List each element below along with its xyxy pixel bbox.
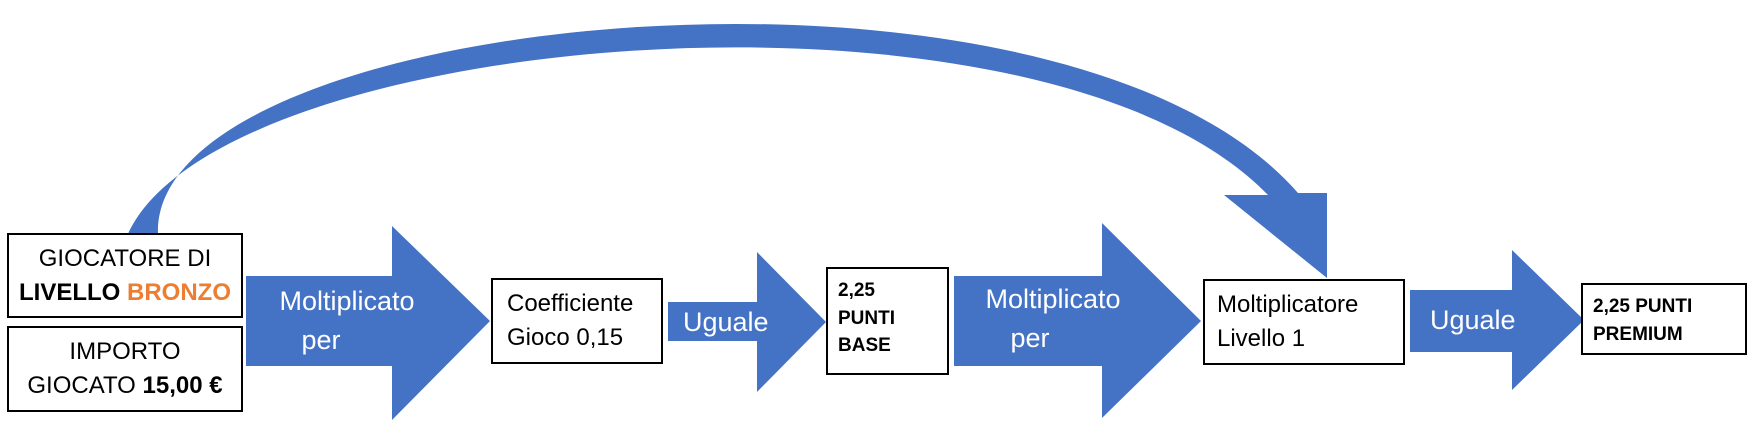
multiply-1-line2: per bbox=[301, 325, 341, 356]
coefficient-line1: Coefficiente bbox=[507, 290, 634, 318]
arrow-equals-1-shape bbox=[668, 252, 826, 392]
amount-label: IMPORTO bbox=[69, 338, 181, 366]
level-prefix: LIVELLO bbox=[19, 278, 127, 306]
arrow-equals-1-label: Uguale bbox=[683, 303, 769, 342]
premium-points-line1: 2,25 PUNTI bbox=[1593, 296, 1693, 317]
multiply-2-line1: Moltiplicato bbox=[985, 284, 1121, 314]
arrow-multiply-1-shape bbox=[246, 226, 490, 420]
premium-points-line2: PREMIUM bbox=[1593, 323, 1683, 345]
curved-arrow bbox=[128, 23, 1327, 278]
arrow-multiply-2-shape bbox=[954, 223, 1201, 418]
amount-line: GIOCATO 15,00 € bbox=[27, 369, 222, 403]
multiply-2-line2: per bbox=[1010, 323, 1050, 354]
base-points-value: 2,25 bbox=[838, 280, 875, 301]
coefficient-line2: Gioco 0,15 bbox=[507, 324, 624, 351]
player-level-line: LIVELLO BRONZO bbox=[19, 276, 231, 310]
amount-played-box: IMPORTO GIOCATO 15,00 € bbox=[7, 326, 243, 412]
equals-1-text: Uguale bbox=[683, 307, 769, 337]
player-level-box: GIOCATORE DI LIVELLO BRONZO bbox=[7, 233, 243, 318]
arrow-equals-2-label: Uguale bbox=[1430, 301, 1516, 340]
player-label: GIOCATORE DI bbox=[38, 244, 212, 272]
multiply-1-line1: Moltiplicato bbox=[279, 286, 415, 316]
base-points-box: 2,25 PUNTI BASE bbox=[826, 267, 949, 375]
arrow-equals-2-shape bbox=[1410, 250, 1584, 390]
coefficient-box: Coefficiente Gioco 0,15 bbox=[491, 278, 663, 364]
base-points-line3: BASE bbox=[838, 335, 891, 357]
multiplier-line1: Moltiplicatore bbox=[1217, 291, 1359, 319]
equals-2-text: Uguale bbox=[1430, 305, 1516, 335]
base-points-line2: PUNTI bbox=[838, 307, 895, 329]
arrow-multiply-1-label: Moltiplicato per bbox=[262, 282, 432, 360]
premium-points-box: 2,25 PUNTI PREMIUM bbox=[1581, 283, 1747, 355]
multiplier-box: Moltiplicatore Livello 1 bbox=[1203, 279, 1405, 365]
amount-prefix: GIOCATO bbox=[27, 372, 143, 399]
amount-value: 15,00 € bbox=[142, 372, 223, 399]
level-value: BRONZO bbox=[127, 278, 231, 306]
arrow-multiply-2-label: Moltiplicato per bbox=[968, 280, 1138, 358]
multiplier-line2: Livello 1 bbox=[1217, 325, 1306, 352]
